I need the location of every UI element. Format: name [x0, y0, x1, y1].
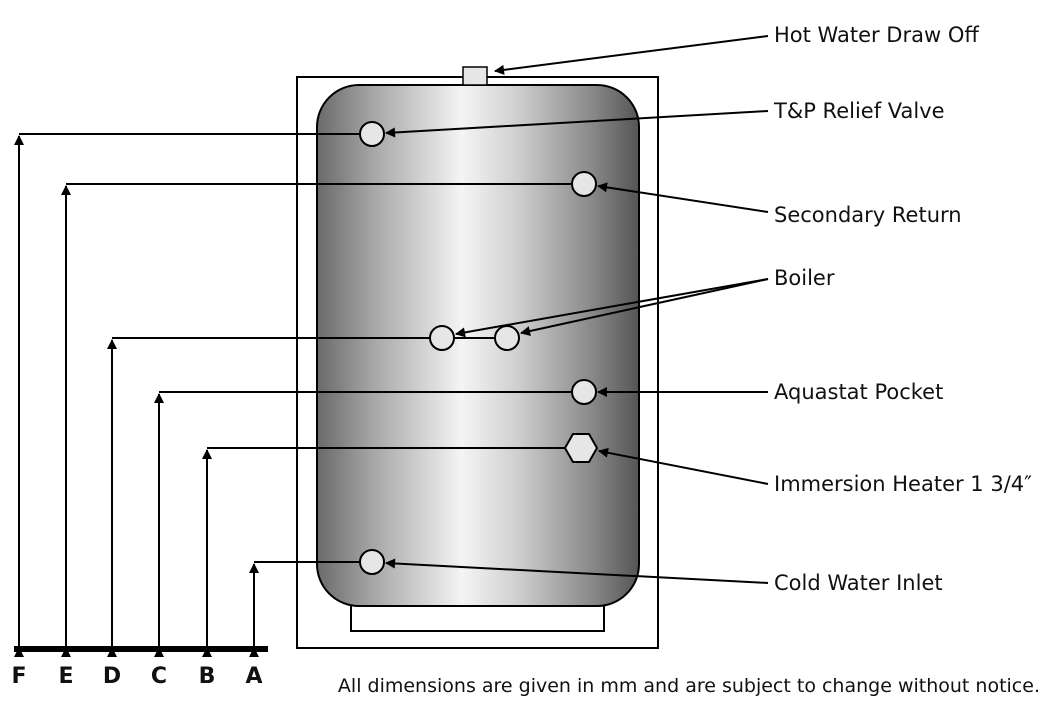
footnote: All dimensions are given in mm and are s…	[338, 675, 1040, 697]
label-aquastat-pocket: Aquastat Pocket	[774, 380, 943, 404]
label-cold-water-inlet: Cold Water Inlet	[774, 571, 943, 595]
dim-label-a: A	[245, 664, 262, 689]
dim-label-c: C	[151, 664, 167, 689]
leader-boiler-2	[520, 278, 769, 336]
boiler-return-fitting	[494, 325, 520, 351]
cold-water-inlet-fitting	[359, 549, 385, 575]
datum-baseline	[14, 646, 268, 652]
label-secondary-return: Secondary Return	[774, 203, 962, 227]
leader-immersion	[598, 447, 769, 485]
dim-label-e: E	[58, 664, 73, 689]
secondary-return-fitting	[571, 171, 597, 197]
dim-label-f: F	[11, 664, 26, 689]
aquastat-pocket-fitting	[571, 379, 597, 405]
immersion-heater-fitting	[563, 433, 599, 463]
leader-hot-water	[494, 35, 769, 75]
tp-relief-valve-fitting	[359, 121, 385, 147]
dim-label-b: B	[199, 664, 216, 689]
boiler-flow-fitting	[429, 325, 455, 351]
label-tp-relief-valve: T&P Relief Valve	[773, 99, 945, 123]
dimension-lines	[19, 133, 572, 563]
label-hot-water-draw-off: Hot Water Draw Off	[774, 23, 979, 47]
fittings	[359, 121, 599, 575]
dimension-arrows	[14, 135, 259, 657]
leader-cold-water	[385, 558, 769, 584]
hot-water-outlet	[462, 66, 488, 86]
label-boiler: Boiler	[774, 266, 835, 290]
leader-tp-relief	[385, 110, 769, 138]
label-immersion-heater: Immersion Heater 1 3/4″	[774, 472, 1032, 496]
leader-secondary-return	[597, 182, 769, 213]
leader-lines	[385, 35, 769, 584]
tank-body	[316, 84, 640, 607]
dim-label-d: D	[103, 664, 121, 689]
leader-boiler-1	[455, 278, 769, 338]
